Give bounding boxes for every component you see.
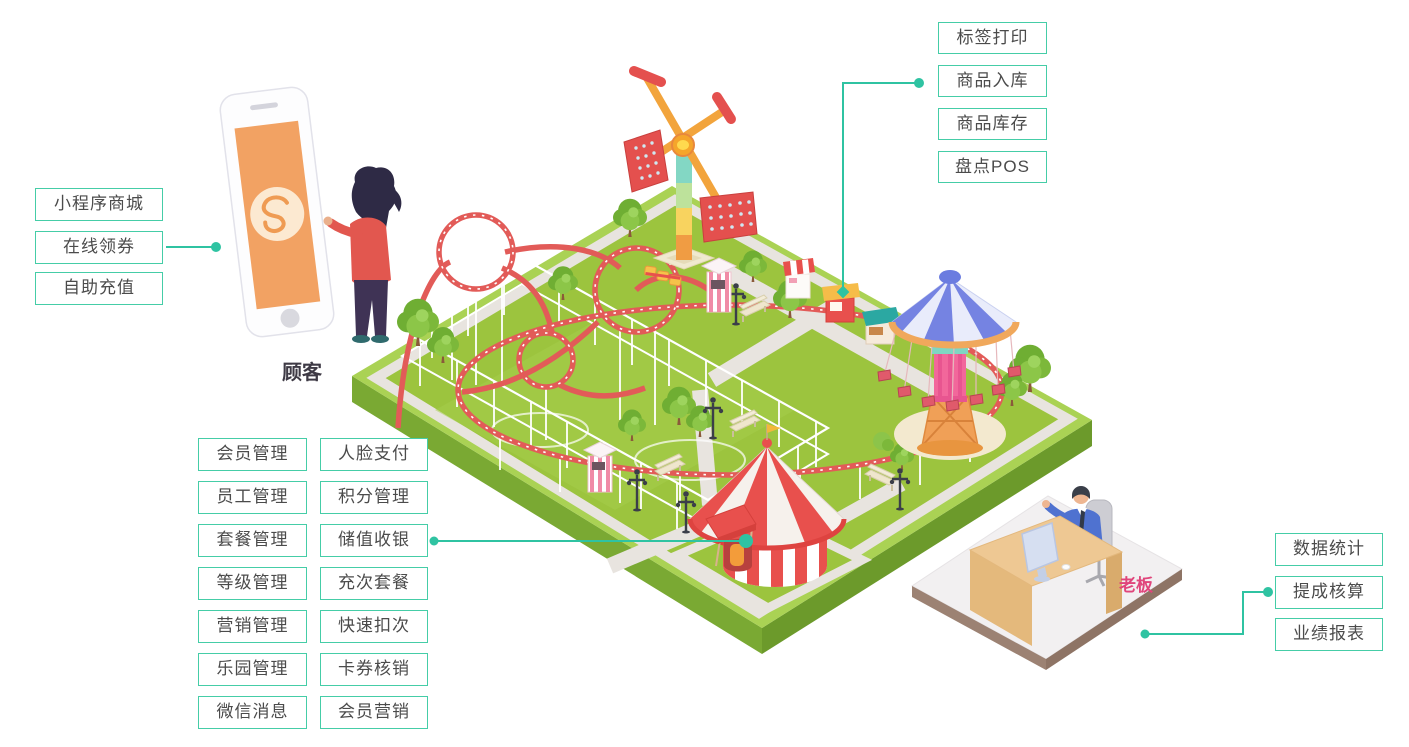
connector-inventory bbox=[836, 78, 924, 299]
feature-box-member-marketing: 会员营销 bbox=[320, 696, 428, 729]
feature-box-goods-inbound: 商品入库 bbox=[938, 65, 1047, 97]
feature-box-package-management: 套餐管理 bbox=[198, 524, 307, 557]
customer-label: 顾客 bbox=[282, 362, 322, 384]
feature-box-marketing-management: 营销管理 bbox=[198, 610, 307, 643]
feature-box-park-management: 乐园管理 bbox=[198, 653, 307, 686]
connector-boss bbox=[1140, 587, 1273, 639]
food-cart-icon bbox=[783, 258, 815, 299]
feature-box-stocktake-pos: 盘点POS bbox=[938, 151, 1047, 183]
feature-box-mini-program-mall: 小程序商城 bbox=[35, 188, 163, 221]
ticket-booth-icon bbox=[582, 441, 618, 493]
ticket-booth-icon bbox=[700, 257, 738, 313]
connector-customer bbox=[166, 242, 221, 252]
swing-gondola bbox=[623, 129, 758, 243]
feature-box-recharge-package: 充次套餐 bbox=[320, 567, 428, 600]
feature-box-coupon-verification: 卡券核销 bbox=[320, 653, 428, 686]
mouse-icon bbox=[1061, 564, 1071, 570]
smartphone-icon bbox=[219, 86, 335, 338]
feature-box-wechat-message: 微信消息 bbox=[198, 696, 307, 729]
feature-box-goods-stock: 商品库存 bbox=[938, 108, 1047, 140]
feature-box-stored-value-cashier: 储值收银 bbox=[320, 524, 428, 557]
feature-box-commission-calculation: 提成核算 bbox=[1275, 576, 1383, 609]
feature-box-performance-report: 业绩报表 bbox=[1275, 618, 1383, 651]
computer-monitor-icon bbox=[1021, 521, 1059, 582]
feature-box-staff-management: 员工管理 bbox=[198, 481, 307, 514]
feature-box-online-coupon: 在线领券 bbox=[35, 231, 163, 264]
connector-cashier bbox=[429, 534, 753, 548]
feature-box-self-recharge: 自助充值 bbox=[35, 272, 163, 305]
coaster-cars bbox=[644, 265, 682, 287]
swing-ride-icon bbox=[623, 66, 758, 270]
feature-box-data-statistics: 数据统计 bbox=[1275, 533, 1383, 566]
feature-box-points-management: 积分管理 bbox=[320, 481, 428, 514]
carousel-chains-seats bbox=[877, 328, 1022, 412]
customer-person bbox=[323, 166, 402, 343]
feature-box-label-printing: 标签打印 bbox=[938, 22, 1047, 54]
carousel-icon bbox=[877, 270, 1022, 460]
feature-box-face-payment: 人脸支付 bbox=[320, 438, 428, 471]
feature-box-quick-deduction: 快速扣次 bbox=[320, 610, 428, 643]
boss-label: 老板 bbox=[1119, 576, 1153, 595]
customer-scene bbox=[219, 86, 402, 343]
food-cart-icon bbox=[862, 307, 900, 345]
app-logo-icon bbox=[261, 195, 289, 233]
boss-scene bbox=[911, 486, 1183, 670]
feature-box-member-management: 会员管理 bbox=[198, 438, 307, 471]
feature-box-level-management: 等级管理 bbox=[198, 567, 307, 600]
